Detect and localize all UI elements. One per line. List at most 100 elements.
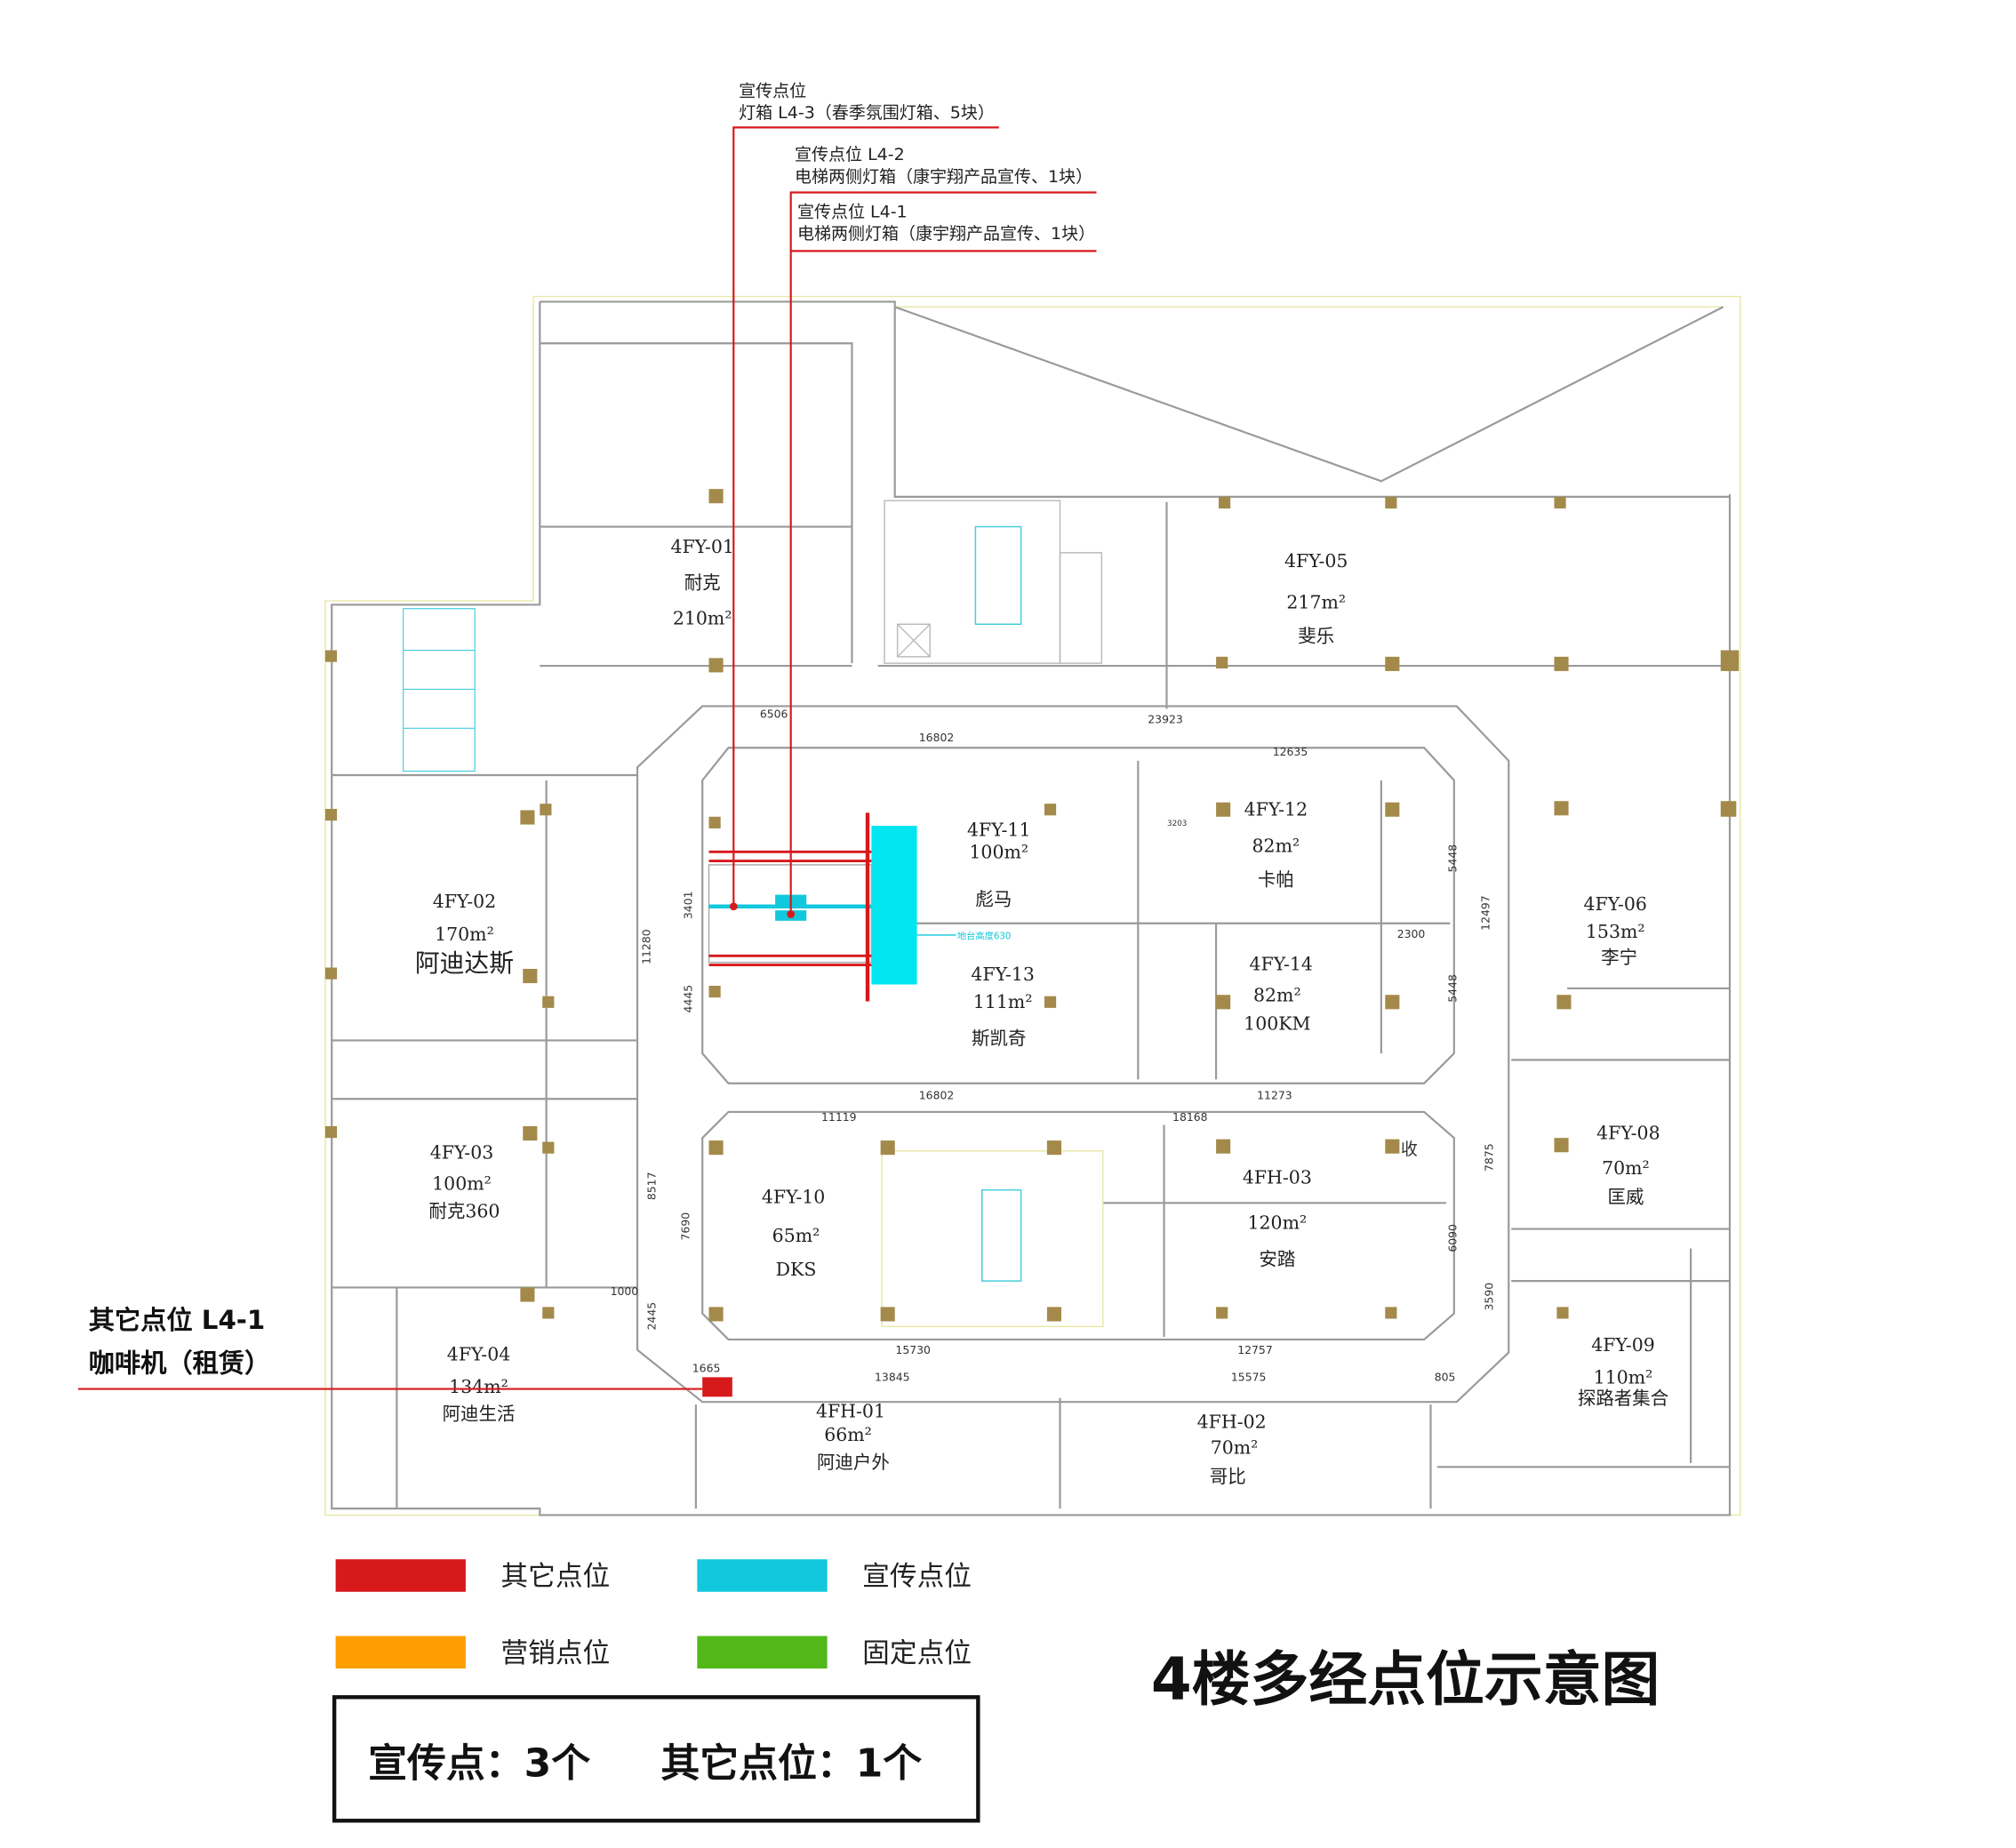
callout-lines [77, 126, 1097, 1390]
dim: 23923 [1148, 712, 1183, 725]
unit-4fy-12: 4FY-12 82m² 卡帕 [1244, 798, 1308, 890]
legend-swatch-other [335, 1559, 466, 1592]
unit-area: 170m² [435, 924, 494, 945]
unit-area: 82m² [1252, 835, 1300, 856]
callout-l4-2-title: 宣传点位 L4-2 [795, 145, 905, 164]
callout-l4-2-desc: 电梯两侧灯箱（康宇翔产品宣传、1块） [795, 167, 1092, 187]
dim: 3203 [1167, 820, 1187, 828]
dim: 7875 [1483, 1143, 1496, 1172]
legend: 其它点位 宣传点位 营销点位 固定点位 [335, 1559, 972, 1669]
other-point-title: 其它点位 L4-1 [89, 1305, 266, 1335]
unit-area: 70m² [1602, 1157, 1650, 1179]
unit-code: 4FY-01 [670, 536, 733, 557]
summary-box: 宣传点：3个 其它点位：1个 [332, 1695, 980, 1823]
unit-code: 4FY-12 [1244, 798, 1308, 820]
unit-code: 4FH-01 [816, 1401, 885, 1422]
unit-4fy-02: 4FY-02 170m² 阿迪达斯 [415, 891, 514, 978]
unit-area: 65m² [772, 1225, 820, 1246]
legend-swatch-fixed [697, 1636, 828, 1669]
dim: 5448 [1446, 974, 1460, 1003]
dim: 13845 [875, 1371, 910, 1384]
unit-brand: 探路者集合 [1578, 1388, 1668, 1409]
unit-code: 4FH-02 [1197, 1411, 1267, 1432]
unit-area: 217m² [1286, 592, 1346, 613]
other-point-coffee-machine[interactable] [702, 1377, 732, 1397]
other-point-label: 其它点位 L4-1 咖啡机（租赁） [89, 1305, 271, 1378]
legend-swatch-marketing [335, 1636, 466, 1669]
unit-brand: 阿迪达斯 [415, 948, 514, 978]
unit-code: 4FH-03 [1243, 1166, 1312, 1188]
unit-area: 66m² [824, 1424, 872, 1445]
dim: 12757 [1237, 1343, 1273, 1356]
dim: 4445 [681, 985, 694, 1013]
unit-brand: 哥比 [1210, 1466, 1246, 1487]
diagram-title: 4楼多经点位示意图 [1151, 1645, 1660, 1714]
dim: 7690 [679, 1212, 692, 1241]
unit-area: 210m² [673, 607, 732, 628]
unit-area: 100m² [969, 842, 1028, 863]
stair-core-north [884, 500, 1103, 664]
dim: 6090 [1446, 1224, 1460, 1252]
dim: 805 [1435, 1371, 1456, 1384]
dim: 12635 [1273, 745, 1308, 758]
unit-area: 120m² [1248, 1212, 1308, 1234]
dim: 2300 [1397, 927, 1426, 940]
summary-other-count: 其它点位：1个 [660, 1741, 922, 1787]
legend-label-fixed: 固定点位 [862, 1637, 972, 1669]
dim: 3401 [681, 891, 694, 919]
unit-code: 4FY-02 [433, 891, 496, 912]
unit-brand: 李宁 [1601, 947, 1637, 968]
unit-area: 110m² [1594, 1367, 1653, 1388]
unit-brand: DKS [776, 1259, 817, 1280]
callout-point-l4-3 [729, 902, 738, 911]
unit-area: 153m² [1586, 921, 1645, 942]
unit-brand: 耐克360 [428, 1200, 500, 1221]
dim: 12497 [1478, 895, 1492, 931]
unit-brand: 卡帕 [1258, 868, 1294, 890]
unit-brand: 斯凯奇 [972, 1028, 1026, 1049]
unit-brand: 耐克 [684, 572, 721, 594]
dim: 11280 [640, 929, 653, 964]
callout-l4-1-desc: 电梯两侧灯箱（康宇翔产品宣传、1块） [797, 224, 1095, 244]
unit-brand: 匡威 [1607, 1186, 1644, 1207]
unit-4fy-01: 4FY-01 耐克 210m² [670, 536, 733, 628]
unit-brand: 斐乐 [1298, 626, 1334, 647]
dim: 15575 [1231, 1371, 1267, 1384]
unit-brand: 100KM [1244, 1013, 1310, 1035]
other-point-desc: 咖啡机（租赁） [89, 1348, 271, 1379]
unit-brand: 彪马 [975, 888, 1012, 909]
callout-l4-3-title: 宣传点位 [739, 81, 806, 100]
callout-point-l4-2 [787, 910, 796, 918]
dim: 16802 [919, 1088, 955, 1101]
walls [331, 300, 1732, 1516]
dim: 16802 [919, 731, 955, 744]
dimension-labels: 16802 23923 6506 12635 11280 12497 16802… [611, 708, 1496, 1384]
dim: 1665 [692, 1362, 721, 1375]
legend-label-marketing: 营销点位 [500, 1637, 610, 1669]
dim: 18168 [1172, 1110, 1208, 1124]
callout-l4-1-title: 宣传点位 L4-1 [797, 202, 908, 221]
unit-area: 100m² [432, 1173, 492, 1195]
cashier-label: 收 [1401, 1140, 1418, 1159]
dim: 11119 [821, 1110, 857, 1124]
summary-promo-count: 宣传点：3个 [368, 1741, 590, 1787]
callout-texts: 宣传点位 灯箱 L4-3（春季氛围灯箱、5块） 宣传点位 L4-2 电梯两侧灯箱… [739, 81, 1095, 244]
dim: 3590 [1483, 1283, 1496, 1311]
unit-code: 4FY-13 [971, 964, 1034, 985]
unit-code: 4FY-06 [1584, 893, 1647, 915]
stair-west [403, 608, 476, 772]
column-markers [324, 489, 1740, 1322]
unit-area: 134m² [449, 1376, 508, 1397]
